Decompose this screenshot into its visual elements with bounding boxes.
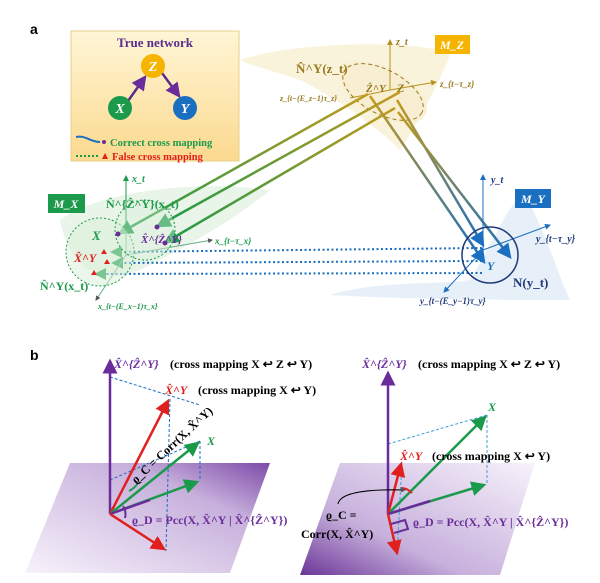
my-label: M_Y xyxy=(520,192,547,206)
z-estimate-label: Ẑ^Y xyxy=(365,83,387,95)
left-vec-z-caption: (cross mapping X ↩ Z ↩ Y) xyxy=(170,357,312,371)
legend-correct-line xyxy=(75,135,101,143)
left-vec-y-label: X̂^Y xyxy=(164,383,189,397)
panel-b-left: X̂^{Ẑ^Y} (cross mapping X ↩ Z ↩ Y) X̂^Y … xyxy=(25,357,316,573)
left-vec-z-label: X̂^{Ẑ^Y} xyxy=(113,357,160,371)
x-axis-e-label: x_{t−(E_x−1)τ_x} xyxy=(97,302,158,311)
node-x-label: X xyxy=(114,102,125,117)
cross-map-z-to-x xyxy=(117,90,401,244)
y-axis-e-label: y_{t−(E_y−1)τ_y} xyxy=(419,296,487,306)
panel-b-right: X̂^{Ẑ^Y} (cross mapping X ↩ Z ↩ Y) X X̂^… xyxy=(300,357,568,575)
right-vec-z-label: X̂^{Ẑ^Y} xyxy=(361,357,408,371)
x-axis-t-label: x_t xyxy=(131,174,146,185)
right-vector-y-proj xyxy=(386,513,402,556)
legend-correct-label: Correct cross mapping xyxy=(110,138,213,149)
z-axis-tau-label: z_{t−τ_z} xyxy=(439,79,475,89)
right-vector-x xyxy=(387,415,487,515)
y-axis-t-label: y_t xyxy=(490,175,504,186)
left-vec-y-caption: (cross mapping X ↩ Y) xyxy=(198,383,316,397)
attractor-z xyxy=(240,44,450,150)
panel-b-label: b xyxy=(30,347,39,363)
y-point-label: Y xyxy=(487,259,496,273)
false-cross-map-y-to-x xyxy=(94,245,483,280)
legend-correct-dot xyxy=(102,140,106,144)
z-neighborhood-label: N̂^Y(z_t) xyxy=(296,61,348,76)
panel-a-label: a xyxy=(30,21,38,37)
legend-title: True network xyxy=(117,35,194,50)
x-neighborhood-z-label: N̂^{Ẑ^Y}(x_t) xyxy=(106,197,179,211)
z-axis-e-label: z_{t−(E_z−1)τ_z} xyxy=(279,94,337,103)
x-axis-tau-label: x_{t−τ_x} xyxy=(214,236,252,246)
node-y xyxy=(173,96,197,120)
legend-false-label: False cross mapping xyxy=(112,152,204,163)
left-vector-x xyxy=(109,441,200,515)
left-rho-d: ϱ_D = Pcc(X, X̂^Y | X̂^{Ẑ^Y}) xyxy=(132,513,287,527)
right-vec-y-caption: (cross mapping X ↩ Y) xyxy=(432,449,550,463)
node-x xyxy=(108,96,132,120)
cross-map-z-to-y xyxy=(368,95,512,265)
left-vector-y-proj xyxy=(109,512,167,551)
z-point-label: Z xyxy=(396,81,405,95)
node-z xyxy=(141,54,165,78)
right-vec-y-label: X̂^Y xyxy=(399,449,424,463)
node-z-label: Z xyxy=(148,60,158,75)
right-rho-c-line2: Corr(X, X̂^Y) xyxy=(301,527,373,541)
mz-label: M_Z xyxy=(439,38,465,52)
mx-label: M_X xyxy=(53,197,80,211)
right-vec-x-label: X xyxy=(487,400,497,414)
left-plane xyxy=(25,463,270,573)
right-rho-c-line1: ϱ_C = xyxy=(326,508,357,522)
manifold-x: M_X x_t x_{t−τ_x} x_{t−(E_x−1)τ_x} N̂^{Ẑ… xyxy=(40,174,252,311)
x-estimate-y-label: X̂^Y xyxy=(73,251,98,265)
mx-badge xyxy=(48,194,85,213)
x-point-label: X xyxy=(91,228,101,243)
legend-false-triangle xyxy=(102,153,108,159)
z-axis-t-label: z_t xyxy=(395,37,409,48)
right-rho-d: ϱ_D = Pcc(X, X̂^Y | X̂^{Ẑ^Y}) xyxy=(413,515,568,529)
node-y-label: Y xyxy=(181,102,191,117)
left-vec-x-label: X xyxy=(206,434,216,448)
x-estimate-z-label: X̂^{Ẑ^Y} xyxy=(140,233,182,246)
manifold-z: M_Z z_t z_{t−τ_z} z_{t−(E_z−1)τ_z} N̂^Y(… xyxy=(279,35,475,121)
left-vector-y xyxy=(108,398,170,515)
edge-x-z xyxy=(126,74,147,102)
edge-z-y xyxy=(160,72,181,99)
y-axis-tau-label: y_{t−τ_y} xyxy=(535,234,576,245)
manifold-y: M_Y y_t y_{t−τ_y} y_{t−(E_y−1)τ_y} N(y_t… xyxy=(419,174,576,306)
y-neighborhood-label: N(y_t) xyxy=(513,275,548,290)
my-badge xyxy=(515,189,551,208)
x-neighborhood-y-label: N̂^Y(x_t) xyxy=(40,279,88,293)
right-vector-y xyxy=(386,461,406,515)
mz-badge xyxy=(435,35,470,54)
legend-box: True network Z X Y Correct cross mapping… xyxy=(70,30,240,163)
right-vec-z-caption: (cross mapping X ↩ Z ↩ Y) xyxy=(418,357,560,371)
